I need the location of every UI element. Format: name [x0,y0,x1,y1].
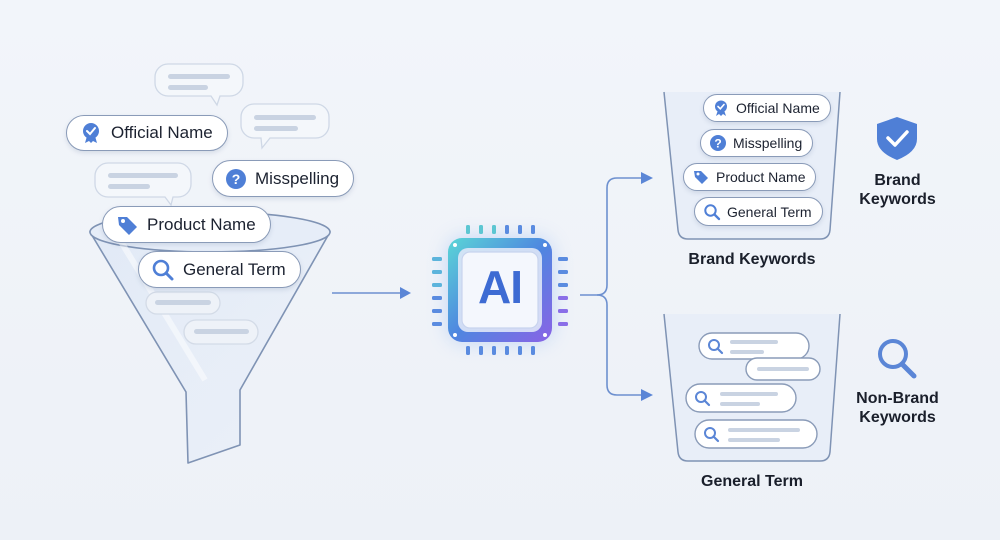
input-tag-misspelling: ? Misspelling [212,160,355,197]
nonbrand-side-label: Non-Brand Keywords [840,389,955,427]
chip-pin [558,270,568,274]
brand-item-product-name: Product Name [683,163,817,191]
search-icon [695,391,711,407]
placeholder-pill [183,319,259,345]
chip-pin [492,225,496,234]
badge-check-icon [712,99,730,117]
nonbrand-side-label-line2: Keywords [859,409,936,427]
tag-label: General Term [183,259,286,279]
item-label: General Term [727,203,812,220]
chip-pin [466,346,470,355]
text-placeholder-bar [720,402,760,406]
placeholder-pill [145,291,221,315]
brand-bucket-label: Brand Keywords [688,251,816,268]
chip-pin [479,225,483,234]
input-tag-official-name: Official Name [66,115,228,151]
chip-pin [558,257,568,261]
chip-pin [531,225,535,234]
chip-pin [432,322,442,326]
search-result-pill [698,332,810,360]
brand-side-label-line1: Brand [874,172,921,189]
chip-pin [518,346,522,355]
speech-bubble [94,162,192,207]
item-label: Misspelling [733,135,803,151]
text-placeholder-bar [728,438,780,442]
question-circle-icon: ? [709,134,727,152]
chip-pins [432,225,568,355]
chip-pin [558,309,568,313]
search-result-pill [694,419,818,449]
text-placeholder-bar [730,350,764,354]
brand-side-label: Brand Keywords [840,171,955,209]
brand-item-official-name: Official Name [703,94,831,122]
input-tag-product-name: Product Name [102,206,271,243]
chip-pin [505,346,509,355]
chip-pin [558,296,568,300]
chip-pin [479,346,483,355]
text-placeholder-bar [720,392,778,396]
nonbrand-pills [685,332,821,449]
search-result-pill [745,357,821,381]
ai-chip [432,225,568,355]
tag-icon [115,213,139,237]
input-tag-general-term: General Term [138,251,301,288]
search-result-pill [685,383,797,413]
speech-bubble [154,63,244,107]
search-icon [878,339,917,379]
chip-pin [432,283,442,287]
arrow-to-ai [332,287,411,299]
tag-label: Official Name [111,123,213,142]
search-icon [703,203,721,221]
chip-pin [432,309,442,313]
chip-pin [505,225,509,234]
shield-check-icon [877,117,917,160]
question-circle-icon: ? [225,168,247,190]
chip-pin [492,346,496,355]
chip-pin [432,270,442,274]
speech-bubble [240,103,330,150]
text-placeholder-bar [728,428,800,432]
chip-pin [432,257,442,261]
item-label: Official Name [736,100,820,116]
chip-pin [558,322,568,326]
tag-label: Misspelling [255,168,340,188]
chip-pin [531,346,535,355]
brand-item-misspelling: ? Misspelling [700,129,814,157]
tag-icon [692,168,710,186]
nonbrand-side-label-line1: Non-Brand [856,390,939,407]
brand-side-label-line2: Keywords [859,191,936,209]
ai-label: AI [478,261,523,313]
item-label: Product Name [716,169,806,185]
svg-text:?: ? [232,171,241,187]
tag-label: Product Name [147,214,256,234]
split-arrows [580,172,653,401]
chip-pin [518,225,522,234]
text-placeholder-bar [730,340,778,344]
search-icon [708,339,724,355]
search-icon [151,258,175,282]
chip-pin [558,283,568,287]
chip-pin [466,225,470,234]
svg-text:?: ? [714,137,721,151]
chip-pin [432,296,442,300]
search-icon [704,427,720,443]
nonbrand-bucket-label: General Term [701,473,803,490]
brand-item-general-term: General Term [694,197,823,226]
badge-check-icon [79,121,103,145]
text-placeholder-bar [757,367,809,371]
